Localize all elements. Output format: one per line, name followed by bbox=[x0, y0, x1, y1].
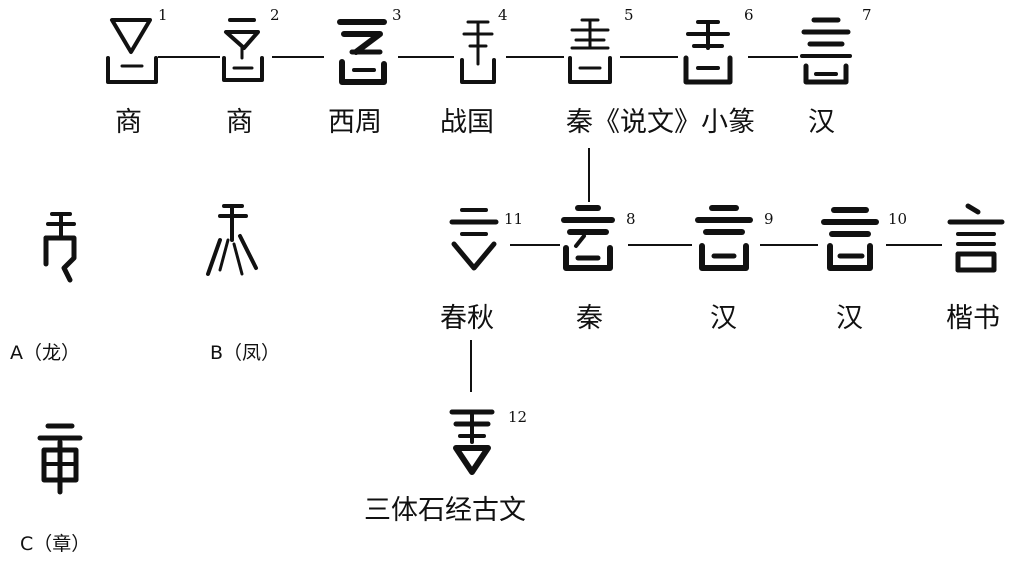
connector-1-2 bbox=[158, 56, 220, 58]
connector-10-13 bbox=[886, 244, 942, 246]
glyph-9 bbox=[692, 200, 756, 276]
glyph-6 bbox=[676, 12, 740, 88]
connector-5-down bbox=[588, 148, 590, 202]
connector-11-8 bbox=[510, 244, 560, 246]
period-label-10: 汉 bbox=[836, 303, 863, 334]
connector-9-10 bbox=[760, 244, 818, 246]
number-6: 6 bbox=[744, 6, 754, 24]
number-9: 9 bbox=[764, 210, 774, 228]
glyph-2 bbox=[210, 12, 274, 88]
example-label-b: B（凤） bbox=[210, 342, 281, 364]
glyph-7 bbox=[794, 12, 858, 88]
glyph-1 bbox=[100, 12, 164, 88]
period-label-8: 秦 bbox=[576, 303, 603, 334]
glyph-example-feng bbox=[198, 200, 262, 276]
number-8: 8 bbox=[626, 210, 636, 228]
connector-8-9 bbox=[628, 244, 692, 246]
number-2: 2 bbox=[270, 6, 280, 24]
period-label-7: 汉 bbox=[808, 107, 835, 138]
period-label-12: 三体石经古文 bbox=[364, 495, 526, 526]
glyph-12 bbox=[440, 402, 504, 478]
connector-2-3 bbox=[272, 56, 324, 58]
period-label-4: 战国 bbox=[440, 107, 494, 138]
glyph-4 bbox=[446, 12, 510, 88]
number-5: 5 bbox=[624, 6, 634, 24]
number-11: 11 bbox=[504, 210, 524, 228]
number-7: 7 bbox=[862, 6, 872, 24]
glyph-kaishu bbox=[944, 200, 1008, 276]
connector-4-5 bbox=[506, 56, 564, 58]
glyph-8 bbox=[556, 200, 620, 276]
period-label-1: 商 bbox=[115, 107, 142, 138]
number-12: 12 bbox=[508, 408, 528, 426]
period-label-9: 汉 bbox=[710, 303, 737, 334]
number-3: 3 bbox=[392, 6, 402, 24]
period-label-5: 秦《说文》小篆 bbox=[566, 107, 755, 138]
connector-5-6 bbox=[620, 56, 678, 58]
period-label-kaishu: 楷书 bbox=[946, 303, 1000, 334]
period-label-3: 西周 bbox=[328, 107, 382, 138]
glyph-5 bbox=[558, 12, 622, 88]
number-4: 4 bbox=[498, 6, 508, 24]
number-1: 1 bbox=[158, 6, 168, 24]
connector-6-7 bbox=[748, 56, 798, 58]
period-label-2: 商 bbox=[226, 107, 253, 138]
connector-11-down bbox=[470, 340, 472, 392]
example-label-a: A（龙） bbox=[10, 342, 80, 364]
example-label-c: C（章） bbox=[20, 533, 91, 555]
glyph-10 bbox=[818, 200, 882, 276]
glyph-example-long bbox=[30, 208, 94, 284]
connector-3-4 bbox=[398, 56, 454, 58]
number-10: 10 bbox=[888, 210, 908, 228]
glyph-3 bbox=[330, 12, 394, 88]
period-label-11: 春秋 bbox=[440, 303, 494, 334]
glyph-example-zhang bbox=[28, 418, 92, 495]
glyph-11 bbox=[442, 200, 506, 276]
